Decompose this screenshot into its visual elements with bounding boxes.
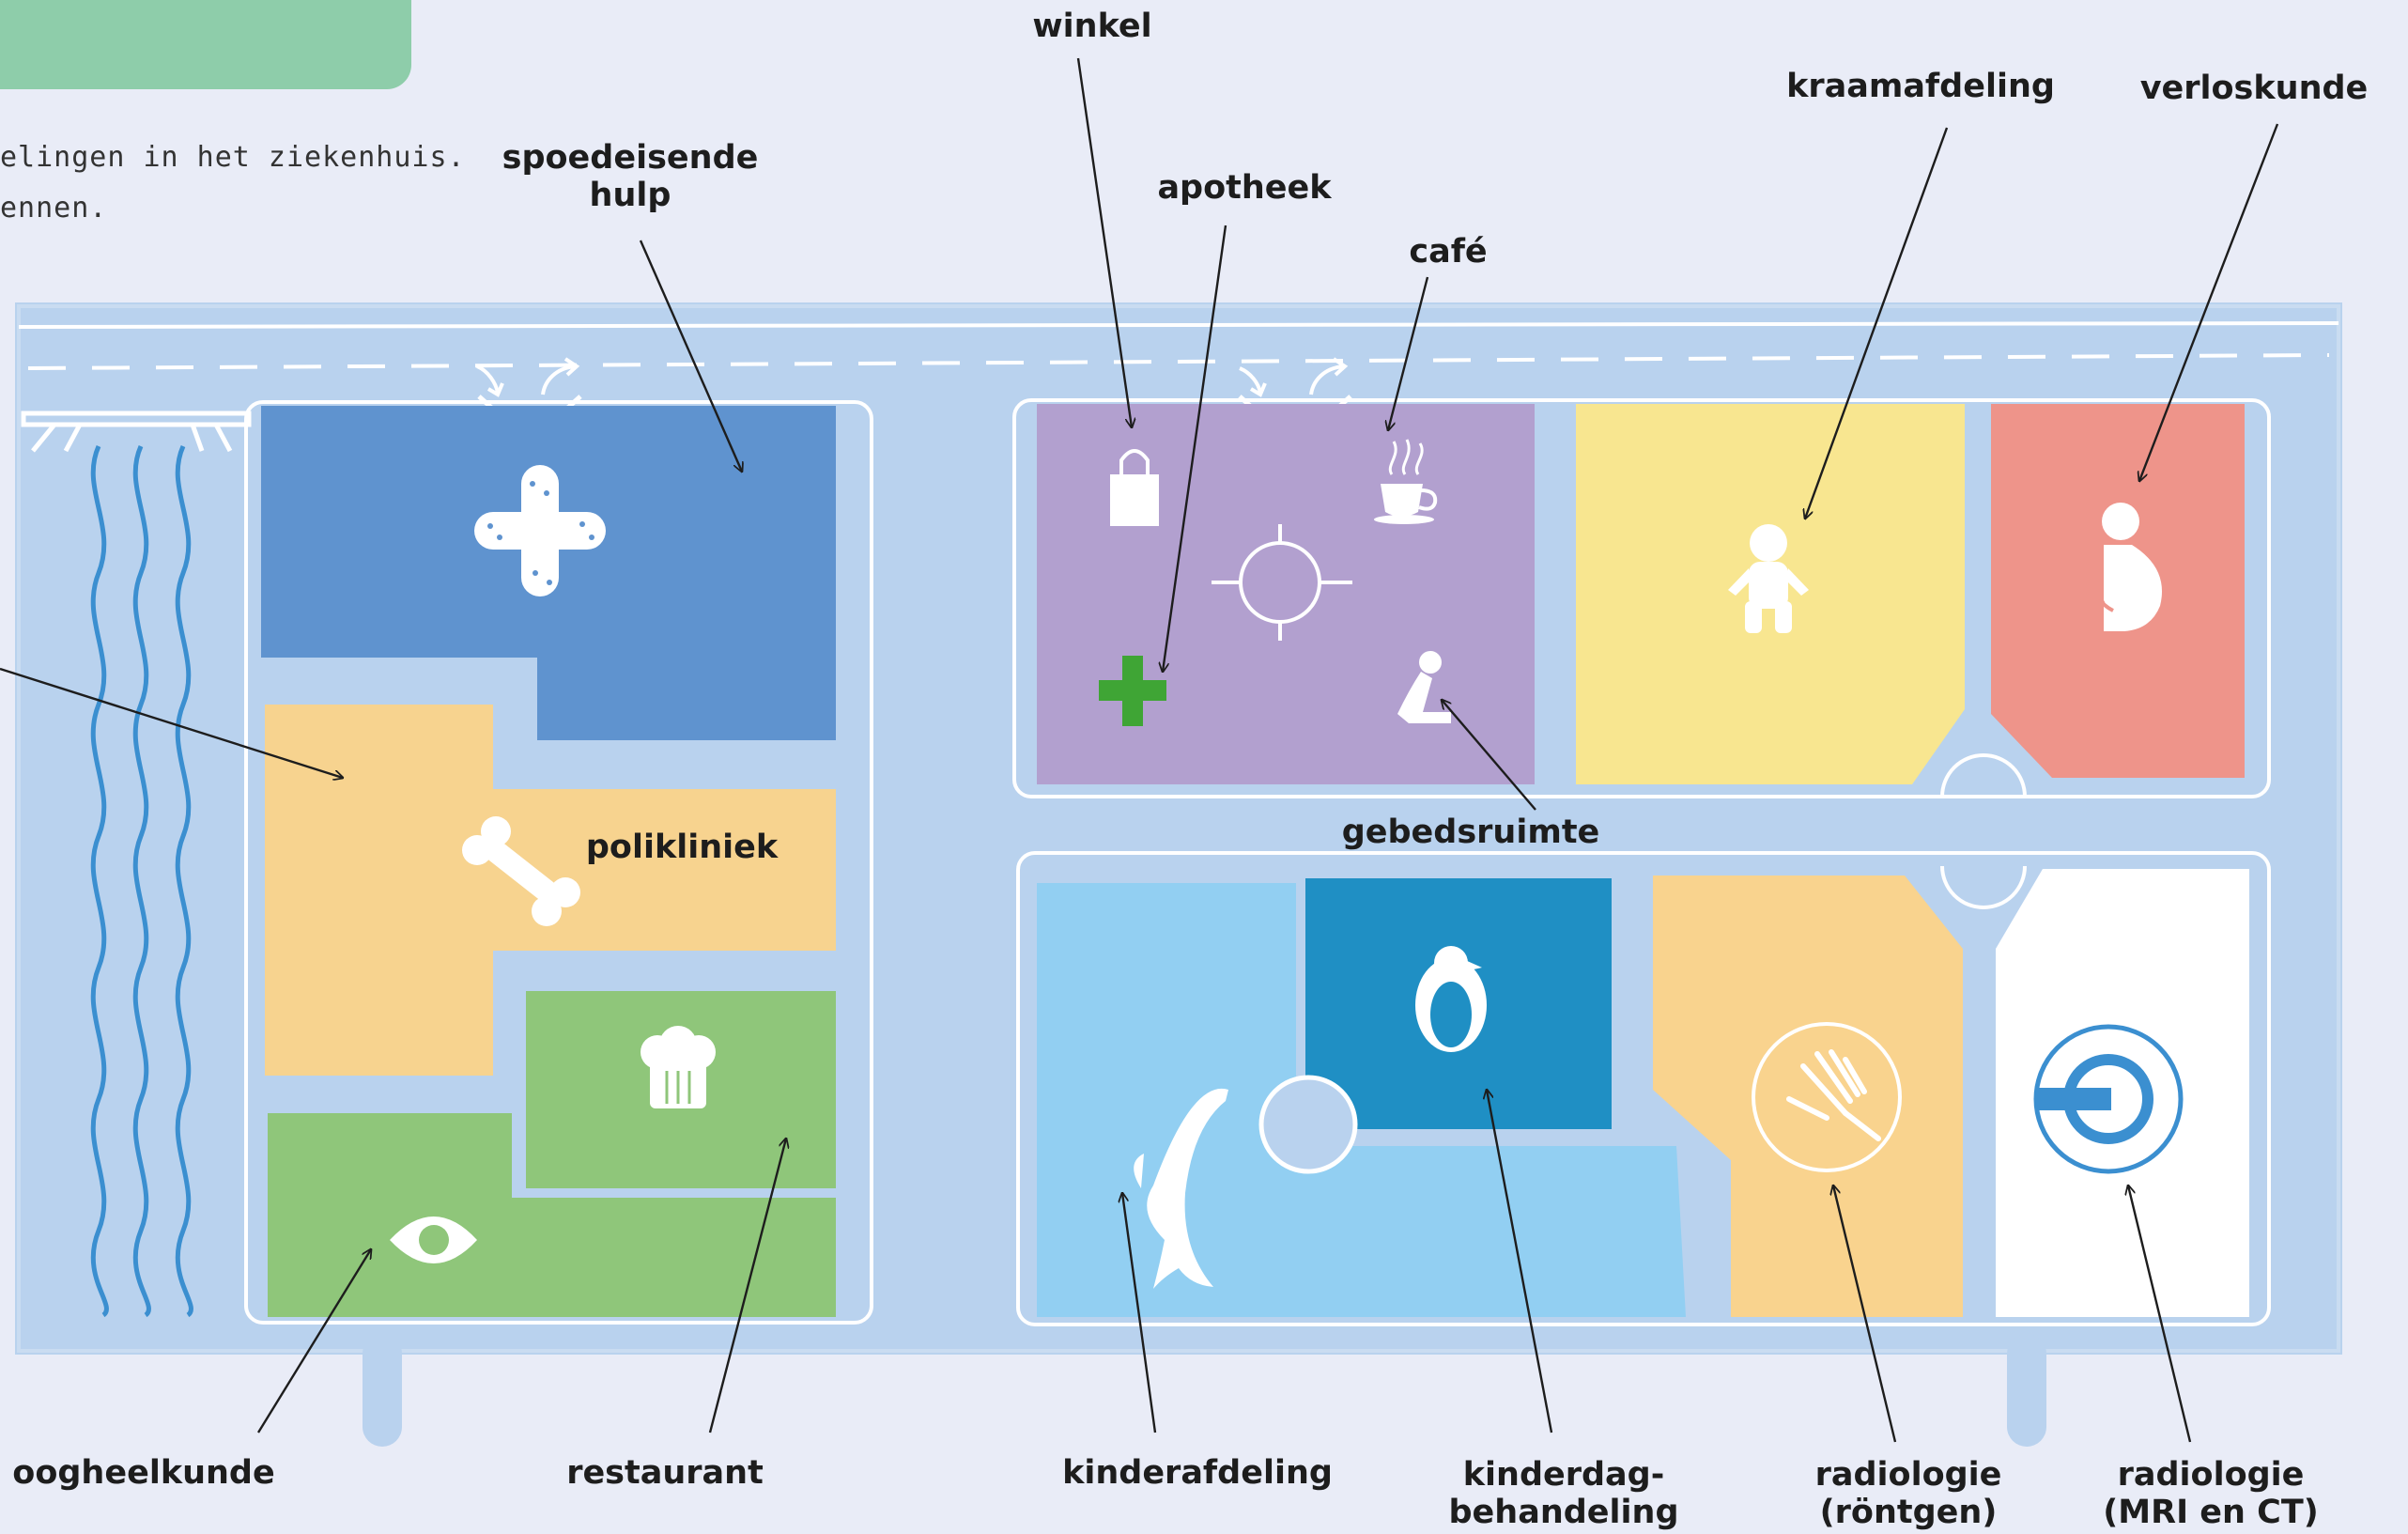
road-centerline xyxy=(27,353,2330,370)
pointer-radiologie-mri xyxy=(2128,1185,2192,1443)
pointer-spoedeisende-hulp xyxy=(639,240,742,472)
label-pointers xyxy=(0,57,2279,1443)
zone-radiologie-rontgen xyxy=(1653,875,1963,1317)
mri-scanner-icon xyxy=(2033,1024,2184,1174)
label-verloskunde: verloskunde xyxy=(2139,70,2369,107)
label-kinderdagbehandeling-line1: kinderdag- xyxy=(1462,1456,1665,1494)
zone-kinderafdeling xyxy=(1037,883,1686,1317)
label-kinderafdeling: kinderafdeling xyxy=(1062,1454,1333,1492)
zone-oogheelkunde xyxy=(268,1113,836,1317)
pregnant-woman-icon xyxy=(2091,503,2162,631)
pointer-kraamafdeling xyxy=(1805,127,1949,519)
wing-left-outline xyxy=(244,400,873,1325)
label-radiologie-mri-line1: radiologie xyxy=(2117,1456,2305,1494)
label-kraamafdeling: kraamafdeling xyxy=(1786,68,2055,105)
zone-winkel-apotheek-cafe-gebedsruimte xyxy=(1037,404,1535,784)
building-leg-right xyxy=(2007,1334,2046,1447)
pointer-kinderafdeling xyxy=(1122,1193,1157,1433)
water-lines xyxy=(90,444,193,1318)
pointer-verloskunde xyxy=(2139,123,2279,481)
wing-bottom-right-outline xyxy=(1016,851,2271,1326)
intro-line-2: ennen. xyxy=(0,192,108,225)
zone-radiologie-mri xyxy=(1996,869,2249,1317)
intro-box xyxy=(0,0,411,89)
label-radiologie-rontgen-line1: radiologie xyxy=(1814,1456,2002,1494)
label-radiologie-rontgen-line2: (röntgen) xyxy=(1819,1494,1998,1531)
label-polikliniek: polikliniek xyxy=(585,829,779,866)
pointer-polikliniek xyxy=(0,667,343,778)
xray-hand-icon xyxy=(1752,1022,1902,1172)
bandage-icon xyxy=(474,465,606,597)
building-leg-left xyxy=(363,1334,402,1447)
corridor-arch-bottom xyxy=(1940,865,2027,909)
coffee-cup-icon xyxy=(1374,439,1438,524)
label-spoedeisende-hulp-line2: hulp xyxy=(589,177,671,214)
pointer-radiologie-rontgen xyxy=(1833,1185,1897,1443)
label-oogheelkunde: oogheelkunde xyxy=(12,1454,275,1492)
label-gebedsruimte: gebedsruimte xyxy=(1341,813,1600,851)
pointer-kinderdagbehandeling xyxy=(1487,1090,1553,1433)
dolphin-icon xyxy=(1134,1088,1228,1289)
pointer-oogheelkunde xyxy=(256,1249,371,1433)
intro-line-1: elingen in het ziekenhuis. xyxy=(0,141,466,174)
label-spoedeisende-hulp-line1: spoedeisende xyxy=(502,139,759,177)
label-cafe: café xyxy=(1409,233,1488,271)
corridor-arch-top xyxy=(1940,753,2027,798)
pointer-apotheek xyxy=(1163,225,1227,672)
baby-icon xyxy=(1728,524,1809,633)
pointer-restaurant xyxy=(708,1139,786,1433)
praying-person-icon xyxy=(1397,651,1451,723)
wing-top-right-outline xyxy=(1012,398,2271,798)
pointer-cafe xyxy=(1388,276,1429,430)
pharmacy-cross-icon xyxy=(1099,656,1166,726)
bridge xyxy=(21,411,252,453)
round-room xyxy=(1258,1075,1358,1174)
pointer-winkel xyxy=(1076,57,1132,427)
compass-icon xyxy=(1212,524,1352,641)
label-kinderdagbehandeling-line2: behandeling xyxy=(1448,1494,1679,1531)
label-radiologie-mri-line2: (MRI en CT) xyxy=(2103,1494,2319,1531)
label-winkel: winkel xyxy=(1032,8,1152,45)
shopping-bag-icon xyxy=(1110,449,1159,526)
penguin-icon xyxy=(1415,946,1487,1052)
label-restaurant: restaurant xyxy=(566,1454,764,1492)
chef-hat-icon xyxy=(641,1026,716,1108)
pointer-gebedsruimte xyxy=(1442,700,1536,811)
bone-icon xyxy=(462,816,580,926)
eye-icon xyxy=(390,1216,477,1263)
label-apotheek: apotheek xyxy=(1157,169,1332,207)
road-edge xyxy=(18,321,2339,329)
